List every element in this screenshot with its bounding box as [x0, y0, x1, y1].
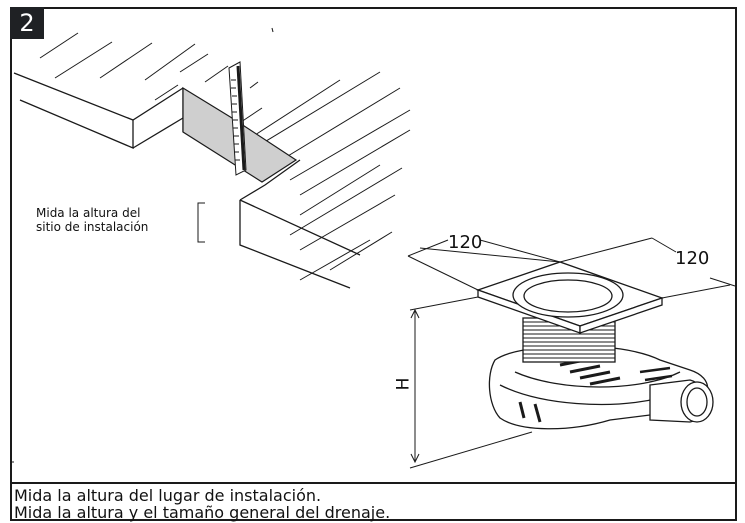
caption-line-2: Mida la altura y el tamaño general del d… [14, 503, 391, 522]
dimension-lines [407, 237, 736, 469]
step-number-badge: 2 [10, 7, 44, 39]
drain-product [476, 261, 714, 430]
caption-box: Mida la altura del lugar de instalación.… [10, 482, 737, 521]
measure-annotation-line-1: Mida la altura del [36, 206, 141, 220]
ruler [228, 61, 247, 176]
dimension-height: H [393, 377, 414, 391]
dimension-width-side: 120 [675, 248, 710, 269]
height-bracket [197, 202, 205, 243]
dimension-width-top: 120 [448, 232, 483, 253]
floor-block-edge [13, 72, 184, 121]
caption-line-1: Mida la altura del lugar de instalación. [14, 486, 322, 505]
instruction-panel [10, 7, 737, 521]
measure-annotation-line-2: sitio de instalación [36, 220, 149, 234]
